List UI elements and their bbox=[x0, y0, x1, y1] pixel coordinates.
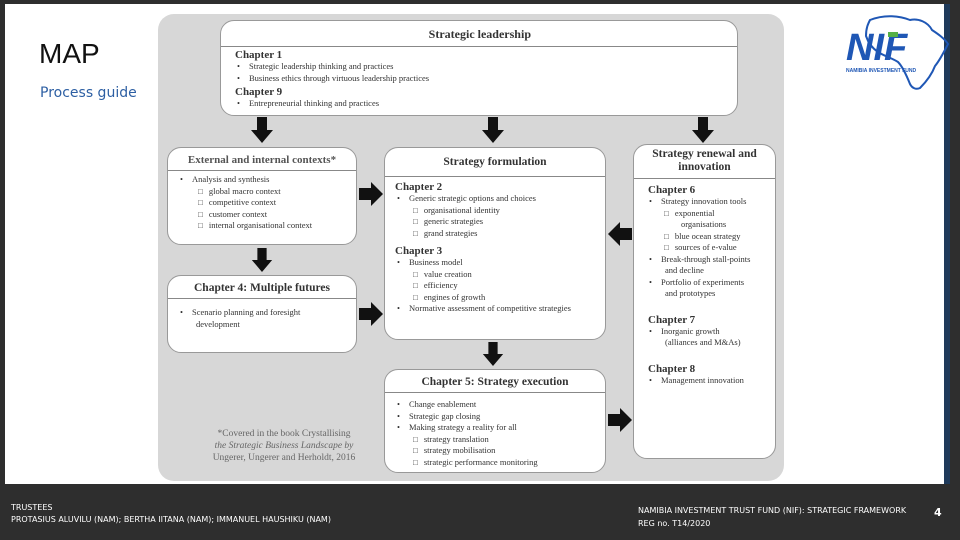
chapter-2-label: Chapter 2 bbox=[395, 181, 443, 193]
strategy-diagram: Strategic leadership Chapter 1 Strategic… bbox=[158, 14, 784, 481]
list-item: Generic strategic options and choices bbox=[397, 193, 605, 205]
strategy-formulation-box: Strategy formulation Chapter 2 Generic s… bbox=[384, 147, 606, 340]
trustees-names: PROTASIUS ALUVILU (NAM); BERTHA IITANA (… bbox=[11, 515, 331, 524]
strategy-execution-box: Chapter 5: Strategy execution Change ena… bbox=[384, 369, 606, 473]
box-title: Strategic leadership bbox=[428, 27, 531, 41]
list-item: value creation bbox=[413, 269, 605, 281]
footer: TRUSTEES PROTASIUS ALUVILU (NAM); BERTHA… bbox=[0, 484, 960, 540]
list-item: engines of growth bbox=[413, 292, 605, 304]
list-item: internal organisational context bbox=[198, 220, 356, 232]
arrow-right-icon bbox=[608, 408, 632, 432]
list-item: blue ocean strategy bbox=[664, 231, 775, 243]
list-item: Change enablement bbox=[397, 399, 605, 411]
arrow-right-icon bbox=[359, 182, 383, 206]
list-item: Management innovation bbox=[649, 375, 775, 387]
list-item: Portfolio of experiments bbox=[649, 277, 775, 289]
list-item: generic strategies bbox=[413, 216, 605, 228]
chapter-6-label: Chapter 6 bbox=[648, 184, 696, 196]
trustees-label: TRUSTEES bbox=[11, 503, 53, 512]
arrow-down-icon bbox=[482, 117, 504, 143]
chapter-8-label: Chapter 8 bbox=[648, 362, 696, 375]
box-title: External and internal contexts* bbox=[187, 154, 337, 166]
list-item: Business model bbox=[397, 257, 605, 269]
footnote-line: Ungerer, Ungerer and Herholdt, 2016 bbox=[212, 453, 356, 463]
footnote: *Covered in the book Crystallising the S… bbox=[194, 428, 374, 464]
list-item: Scenario planning and foresight bbox=[180, 307, 356, 319]
contexts-box: External and internal contexts* Analysis… bbox=[167, 147, 357, 245]
chapter-1-label: Chapter 1 bbox=[235, 49, 283, 61]
list-item-continuation: organisations bbox=[681, 219, 727, 229]
box-title: Chapter 4: Multiple futures bbox=[194, 282, 330, 294]
chapter-9-label: Chapter 9 bbox=[235, 86, 283, 98]
list-item: efficiency bbox=[413, 280, 605, 292]
arrow-down-icon bbox=[482, 342, 504, 366]
footnote-line: *Covered in the book Crystallising bbox=[217, 429, 351, 439]
list-item: exponential bbox=[664, 208, 775, 220]
list-item: strategy translation bbox=[413, 434, 605, 446]
logo-green-bar bbox=[888, 32, 898, 37]
arrow-down-icon bbox=[692, 117, 714, 143]
registration-number: REG no. T14/2020 bbox=[638, 519, 711, 528]
nif-logo: NIF NAMIBIA INVESTMENT FUND bbox=[846, 15, 950, 90]
list-item: Strategic leadership thinking and practi… bbox=[237, 61, 737, 73]
list-item: Making strategy a reality for all bbox=[397, 422, 605, 434]
slide-subtitle: Process guide bbox=[40, 85, 137, 101]
list-item-continuation: development bbox=[196, 318, 240, 329]
logo-text: NIF bbox=[846, 27, 909, 69]
box-title: Strategy renewal and innovation bbox=[634, 145, 775, 178]
arrow-down-icon bbox=[251, 248, 273, 272]
africa-outline-icon bbox=[864, 15, 950, 90]
list-item: global macro context bbox=[198, 186, 356, 198]
chapter-3-label: Chapter 3 bbox=[395, 245, 443, 257]
box-title-line: innovation bbox=[678, 161, 731, 173]
list-item: Entrepreneurial thinking and practices bbox=[237, 98, 737, 110]
list-item: grand strategies bbox=[413, 228, 605, 240]
list-item: competitive context bbox=[198, 197, 356, 209]
list-item-continuation: and decline bbox=[665, 265, 704, 275]
chapter-7-label: Chapter 7 bbox=[648, 313, 696, 326]
fund-name: NAMIBIA INVESTMENT TRUST FUND (NIF): STR… bbox=[638, 506, 907, 515]
list-item: customer context bbox=[198, 209, 356, 221]
list-item: Inorganic growth bbox=[649, 326, 775, 338]
list-item: Strategy innovation tools bbox=[649, 196, 775, 208]
arrow-left-icon bbox=[608, 222, 632, 246]
list-item: strategy mobilisation bbox=[413, 445, 605, 457]
footnote-line: the Strategic Business Landscape by bbox=[214, 441, 354, 451]
logo-tagline: NAMIBIA INVESTMENT FUND bbox=[846, 68, 916, 74]
list-item: sources of e-value bbox=[664, 242, 775, 254]
box-title: Strategy formulation bbox=[443, 156, 547, 168]
page-number: 4 bbox=[934, 506, 942, 519]
list-item: Break-through stall-points bbox=[649, 254, 775, 266]
list-item-continuation: and prototypes bbox=[665, 288, 716, 298]
list-item: Normative assessment of competitive stra… bbox=[397, 303, 605, 315]
arrow-right-icon bbox=[359, 302, 383, 326]
strategy-renewal-box: Strategy renewal and innovation Chapter … bbox=[633, 144, 776, 459]
list-item: organisational identity bbox=[413, 205, 605, 217]
list-item: strategic performance monitoring bbox=[413, 457, 605, 469]
slide-title: MAP bbox=[39, 38, 100, 69]
list-item: Analysis and synthesis bbox=[180, 174, 356, 186]
list-item: Business ethics through virtuous leaders… bbox=[237, 73, 737, 85]
multiple-futures-box: Chapter 4: Multiple futures Scenario pla… bbox=[167, 275, 357, 353]
strategic-leadership-box: Strategic leadership Chapter 1 Strategic… bbox=[220, 20, 738, 116]
list-item-continuation: (alliances and M&As) bbox=[665, 337, 741, 347]
box-title: Chapter 5: Strategy execution bbox=[421, 376, 569, 388]
arrow-down-icon bbox=[251, 117, 273, 143]
list-item: Strategic gap closing bbox=[397, 411, 605, 423]
box-title-line: Strategy renewal and bbox=[652, 148, 757, 160]
